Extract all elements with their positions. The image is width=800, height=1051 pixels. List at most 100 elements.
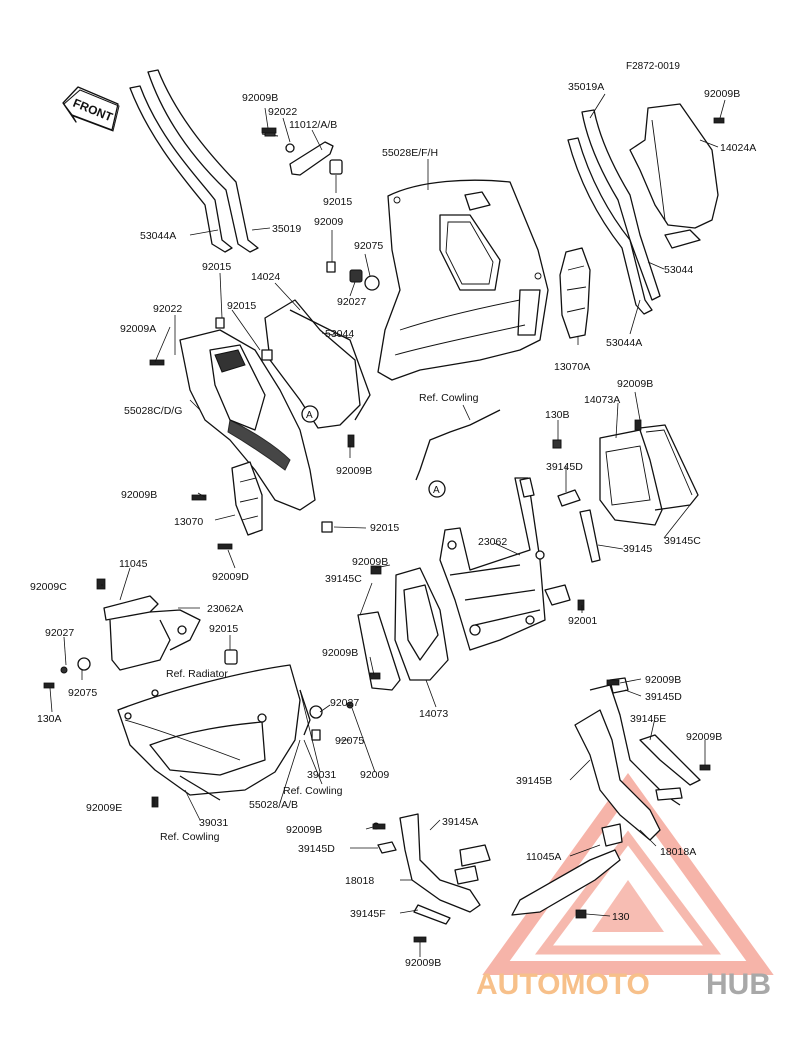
label-92075: 92075 [335,735,364,747]
leader-lines [49,93,726,957]
watermark-brand-part2: HUB [706,968,771,1001]
label-35019A: 35019A [568,81,604,93]
label-ref-cowling: Ref. Cowling [283,785,343,797]
label-92009E: 92009E [86,802,122,814]
watermark-brand: AUTOMOTO HUB [476,968,771,1001]
label-55028EFH: 55028E/F/H [382,147,438,159]
bracket-13070A [559,247,591,339]
watermark-brand-part1: AUTOMOTO [476,968,650,1001]
label-92075: 92075 [354,240,383,252]
label-92027: 92027 [330,697,359,709]
part-labels: F2872-0019 92009B 92022 11012/A/B 92015 … [30,61,756,969]
marker-a-center: A [433,485,440,496]
label-92009B: 92009B [121,489,157,501]
label-ref-cowling: Ref. Cowling [419,392,479,404]
label-92009B: 92009B [242,92,278,104]
label-39145C: 39145C [664,535,701,547]
label-92009B: 92009B [617,378,653,390]
label-92027: 92027 [337,296,366,308]
bracket-39145B [511,677,701,916]
label-92015: 92015 [202,261,231,273]
label-39145: 39145 [623,543,652,555]
strip-35019A-right [567,109,661,315]
cover-55028CDG [179,317,316,511]
label-92022: 92022 [268,106,297,118]
bracket-18018 [372,813,491,925]
panel-14073 [357,567,449,691]
cover-55028AB [117,664,311,801]
label-130A: 130A [37,713,62,725]
label-53044: 53044 [325,328,354,340]
label-92009: 92009 [360,769,389,781]
label-92015: 92015 [323,196,352,208]
label-39031: 39031 [307,769,336,781]
label-39145D: 39145D [298,843,335,855]
label-92022: 92022 [153,303,182,315]
label-92009B: 92009B [686,731,722,743]
label-55028CDG: 55028C/D/G [124,405,182,417]
label-92015: 92015 [370,522,399,534]
label-55028AB: 55028/A/B [249,799,298,811]
label-23062A: 23062A [207,603,243,615]
label-13070A: 13070A [554,361,590,373]
label-11045: 11045 [119,558,148,570]
label-39145B: 39145B [516,775,552,787]
label-39145E: 39145E [630,713,666,725]
label-92009B: 92009B [645,674,681,686]
label-92009B: 92009B [405,957,441,969]
bracket-11045 [60,595,238,674]
label-92009D: 92009D [212,571,249,583]
panel-14073A [599,424,699,526]
label-39145F: 39145F [350,908,386,920]
label-23062: 23062 [478,536,507,548]
label-92015: 92015 [209,623,238,635]
hardware-lower-center [309,701,354,741]
label-14073A: 14073A [584,394,620,406]
label-92009B: 92009B [336,465,372,477]
label-92009B: 92009B [704,88,740,100]
label-ref-radiator: Ref. Radiator [166,668,228,680]
label-18018A: 18018A [660,846,696,858]
label-39145A: 39145A [442,816,478,828]
cover-14024A [629,103,719,249]
cover-14024: A [264,299,371,429]
label-92009: 92009 [314,216,343,228]
label-39031: 39031 [199,817,228,829]
label-92015: 92015 [227,300,256,312]
label-130: 130 [612,911,630,923]
label-92075: 92075 [68,687,97,699]
marker-a-left: A [306,410,313,421]
label-92009B: 92009B [286,824,322,836]
label-130B: 130B [545,409,570,421]
label-53044A: 53044A [140,230,176,242]
label-92001: 92001 [568,615,597,627]
label-14024A: 14024A [720,142,756,154]
cowling-rod: A [415,409,501,498]
label-11045A: 11045A [526,851,561,863]
label-92009A: 92009A [120,323,156,335]
diagram-ref-code: F2872-0019 [626,61,680,72]
label-13070: 13070 [174,516,203,528]
front-arrow-icon: FRONT [62,86,120,132]
label-92009B: 92009B [352,556,388,568]
label-ref-cowling: Ref. Cowling [160,831,220,843]
label-53044A: 53044A [606,337,642,349]
label-53044: 53044 [664,264,693,276]
label-14024: 14024 [251,271,280,283]
label-18018: 18018 [345,875,374,887]
label-92027: 92027 [45,627,74,639]
label-39145D: 39145D [546,461,583,473]
label-14073: 14073 [419,708,448,720]
parts-39145D-small [552,439,601,563]
label-39145C: 39145C [325,573,362,585]
bracket-11012 [261,129,380,291]
screw-icons [43,117,725,943]
cover-55028EFH [377,179,549,381]
label-39145D: 39145D [645,691,682,703]
label-92009B: 92009B [322,647,358,659]
label-35019: 35019 [272,223,301,235]
label-92009C: 92009C [30,581,67,593]
bracket-13070 [231,461,333,536]
strip-53044A-left [129,69,259,253]
